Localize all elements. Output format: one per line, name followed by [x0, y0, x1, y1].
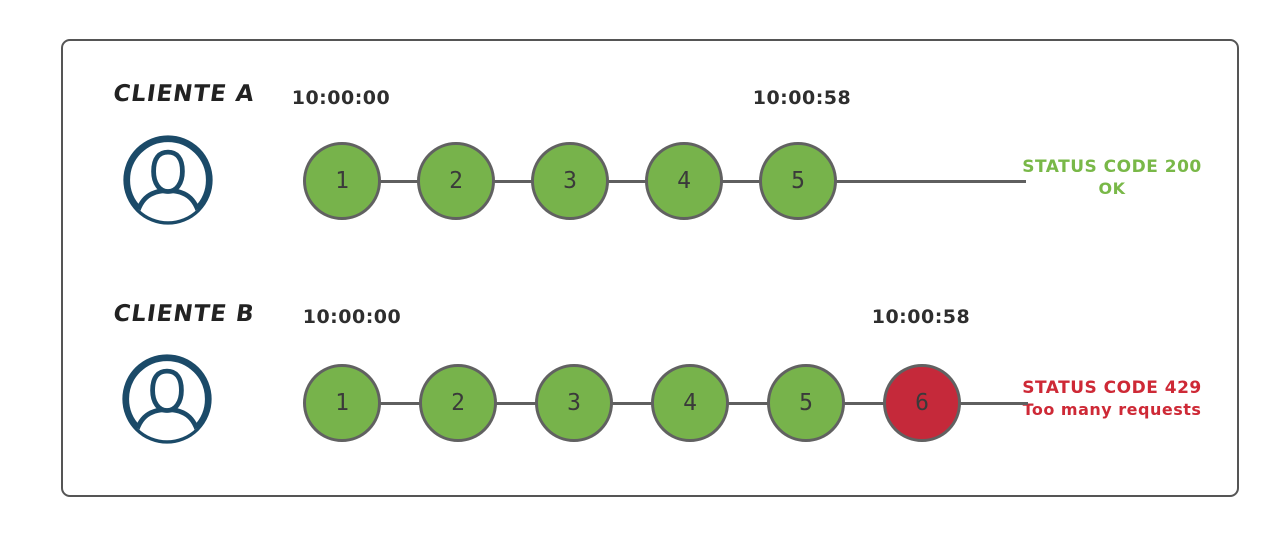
client-a-end-timestamp: 10:00:58: [752, 87, 852, 109]
client-a-status-code: STATUS CODE 200: [1022, 157, 1202, 177]
client-b-label: CLIENTE B: [111, 301, 257, 327]
client-a-status-text: STATUS CODE 200 OK: [1002, 156, 1222, 200]
client-b-start-timestamp: 10:00:00: [302, 306, 402, 328]
request-circle-5: 5: [759, 142, 837, 220]
client-b-status-code: STATUS CODE 429: [1022, 378, 1202, 398]
request-circle-3: 3: [535, 364, 613, 442]
request-circle-4: 4: [651, 364, 729, 442]
request-circle-2: 2: [417, 142, 495, 220]
request-circle-6: 6: [883, 364, 961, 442]
diagram-frame: CLIENTE A 10:00:00 10:00:58 STATUS CODE …: [61, 39, 1239, 497]
client-b-end-timestamp: 10:00:58: [871, 306, 971, 328]
request-circle-4: 4: [645, 142, 723, 220]
client-a-start-timestamp: 10:00:00: [291, 87, 391, 109]
client-b-status-description: Too many requests: [1022, 400, 1202, 419]
client-a-status-description: OK: [1098, 179, 1126, 198]
request-circle-1: 1: [303, 142, 381, 220]
user-avatar-icon: [119, 351, 215, 447]
request-circle-2: 2: [419, 364, 497, 442]
client-b-status-text: STATUS CODE 429 Too many requests: [1002, 377, 1222, 421]
request-circle-1: 1: [303, 364, 381, 442]
request-circle-3: 3: [531, 142, 609, 220]
user-avatar-icon: [120, 132, 216, 228]
client-a-label: CLIENTE A: [111, 81, 257, 107]
request-circle-5: 5: [767, 364, 845, 442]
